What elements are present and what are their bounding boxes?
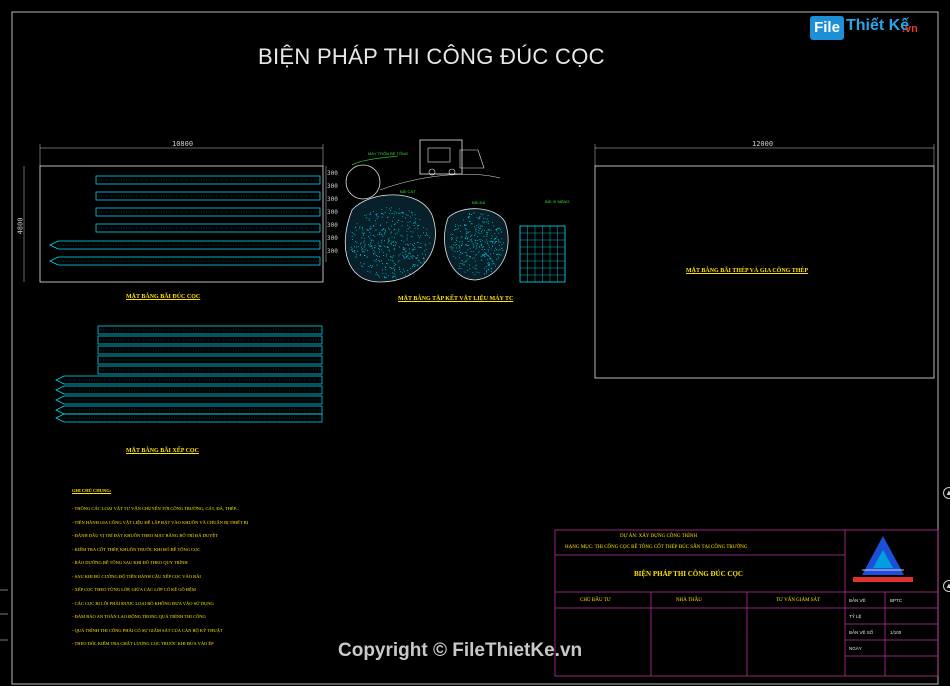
note-line: - ĐẢM BẢO AN TOÀN LAO ĐỘNG TRONG QUÁ TRÌ…: [72, 614, 206, 619]
logo-text: Thiết Kế: [846, 17, 910, 34]
logo-file-box: File: [810, 16, 844, 40]
copyright-watermark: Copyright © FileThietKe.vn: [338, 640, 583, 661]
tb-side-label: BẢN VẼ SỐ: [849, 630, 874, 635]
label-sand: BÃI CÁT: [400, 189, 416, 194]
pile-stack-5: [55, 375, 323, 385]
tb-col-supervisor: TƯ VẤN GIÁM SÁT: [776, 598, 821, 603]
dim-spacing: 300: [327, 235, 338, 242]
pile-stack-1: [97, 335, 323, 345]
pile-stack-0: [97, 325, 323, 335]
pile-stack-2: [97, 345, 323, 355]
dim-left-height: 4800: [16, 217, 25, 235]
dim-right-width: 12000: [752, 140, 774, 148]
note-line: - THÔNG CÁC LOẠI VẬT TƯ VẬN CHUYỂN TỚI C…: [72, 506, 240, 511]
note-line: - QUÁ TRÌNH THI CÔNG PHẢI CÓ SỰ GIÁM SÁT…: [72, 627, 223, 633]
note-line: - CÁC CỌC BỊ LỖI PHẢI ĐƯỢC LOẠI BỎ KHÔNG…: [72, 600, 214, 606]
note-line: - XẾP CỌC THEO TỪNG LỚP, GIỮA CÁC LỚP CÓ…: [72, 587, 196, 592]
drawing-title: BIỆN PHÁP THI CÔNG ĐÚC CỌC: [258, 44, 605, 69]
label-stone: BÃI ĐÁ: [472, 200, 486, 205]
pile-yard-5: [49, 256, 321, 266]
dim-spacing: 300: [327, 170, 338, 177]
tb-side-label: TỶ LỆ: [849, 614, 862, 619]
dim-spacing: 300: [327, 222, 338, 229]
company-logo-icon: [853, 536, 913, 582]
pile-yard-3: [95, 223, 321, 233]
logo-suffix: .vn: [902, 23, 918, 35]
note-line: - ĐÁNH DẤU VỊ TRÍ ĐẶT KHUÔN THEO MẶT BẰN…: [72, 533, 218, 538]
notes-heading: GHI CHÚ CHUNG:: [72, 488, 112, 493]
sheet-border: [11, 11, 939, 685]
caption-steel-yard: MẶT BẰNG BÃI THÉP VÀ GIA CÔNG THÉP: [686, 268, 809, 274]
dim-spacing: 300: [327, 196, 338, 203]
title-block: [554, 529, 939, 677]
note-line: - KIỂM TRA CỐT THÉP, KHUÔN TRƯỚC KHI ĐỔ …: [72, 546, 201, 552]
tb-side-label: BẢN VẼ: [849, 598, 866, 603]
tb-side-value: BPTC: [890, 598, 903, 603]
note-line: - THEO DÕI, KIỂM TRA CHẤT LƯỢNG CỌC TRƯỚ…: [72, 641, 214, 646]
pile-stack-4: [97, 365, 323, 375]
caption-materials: MẶT BẰNG TẬP KẾT VẬT LIỆU MÁY TC: [398, 296, 514, 302]
pile-yard-1: [95, 191, 321, 201]
tb-side-label: NGÀY: [849, 646, 862, 651]
label-steel: BÃI XI MĂNG: [545, 199, 570, 204]
dim-left-width: 10800: [172, 140, 194, 148]
pile-yard-4: [49, 240, 321, 250]
caption-pile-layout: MẶT BẰNG BÃI ĐÚC CỌC: [126, 294, 201, 300]
materials-area: [344, 139, 566, 283]
dim-spacing: 300: [327, 209, 338, 216]
pile-yard-0: [95, 175, 321, 185]
caption-stacking: MẶT BẰNG BÃI XẾP CỌC: [126, 448, 199, 454]
tb-drawing-title: BIỆN PHÁP THI CÔNG ĐÚC CỌC: [634, 570, 743, 578]
steel-yard: [594, 144, 935, 379]
pile-stack-7: [55, 395, 323, 405]
nav-marker-mid-icon[interactable]: ▲: [943, 580, 950, 592]
pile-casting-yard: [23, 144, 327, 283]
dim-spacing: 300: [327, 183, 338, 190]
note-line: - SAU KHI ĐỦ CƯỜNG ĐỘ TIẾN HÀNH CẨU XẾP …: [72, 573, 201, 579]
pile-stack-9: [55, 413, 323, 423]
pile-rows-stack: [55, 325, 323, 423]
note-line: - TIẾN HÀNH GIA CÔNG VẬT LIỆU ĐỂ LẮP ĐẶT…: [72, 519, 249, 525]
pile-stack-3: [97, 355, 323, 365]
label-machine: MÁY TRỘN BÊ TÔNG: [368, 151, 409, 156]
tb-col-owner: CHỦ ĐẦU TƯ: [580, 598, 611, 603]
tb-header-2: HẠNG MỤC: THI CÔNG CỌC BÊ TÔNG CỐT THÉP …: [565, 545, 748, 550]
pile-yard-2: [95, 207, 321, 217]
tb-col-contractor: NHÀ THẦU: [676, 598, 702, 603]
pile-stack-6: [55, 385, 323, 395]
site-logo[interactable]: File Thiết Kế .vn: [810, 16, 922, 40]
tb-header-1: DỰ ÁN: XÂY DỰNG CÔNG TRÌNH: [620, 534, 698, 539]
dim-spacing: 300: [327, 248, 338, 255]
note-line: - BẢO DƯỠNG BÊ TÔNG SAU KHI ĐỔ THEO QUY …: [72, 560, 188, 565]
tb-side-value: 1/100: [890, 630, 902, 635]
pile-rows-yard: [49, 175, 321, 266]
nav-marker-top-icon[interactable]: ▲: [943, 487, 950, 499]
